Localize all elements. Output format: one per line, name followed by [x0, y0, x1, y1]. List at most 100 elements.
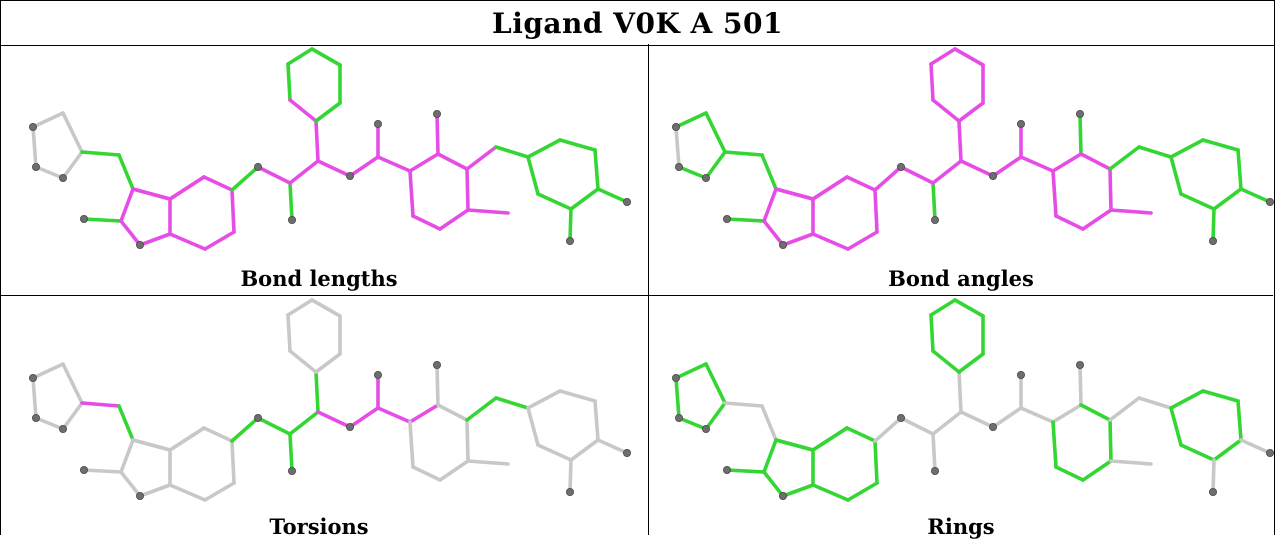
bond-b42 [569, 438, 600, 462]
bond-b19 [310, 47, 342, 67]
bond-b20 [288, 432, 294, 473]
bond-b22 [931, 410, 963, 436]
panel-torsions: Torsions [0, 296, 638, 540]
panel-caption: Bond lengths [240, 266, 398, 291]
bond-b1 [80, 401, 121, 408]
bond-b18 [286, 298, 314, 317]
bond-b44 [1169, 155, 1183, 196]
bond-b3 [119, 187, 135, 223]
bond-b6 [138, 232, 172, 247]
bond-b13 [811, 232, 850, 251]
bond-b39 [1169, 138, 1205, 159]
bond-b16 [230, 416, 260, 443]
bond-b11 [873, 439, 879, 485]
bond-r1a [674, 111, 708, 129]
bond-b24 [959, 159, 995, 178]
bond-b3 [762, 438, 778, 474]
bond-b31 [465, 167, 470, 212]
atom-A19 [930, 215, 939, 224]
atom-A5 [32, 414, 41, 423]
bond-b32 [1081, 459, 1113, 482]
bond-b2 [760, 404, 778, 442]
bond-b11 [873, 188, 879, 234]
bond-b5 [119, 470, 142, 498]
bond-r1d [677, 165, 708, 180]
bond-b5 [762, 470, 785, 498]
bond-b19 [953, 47, 985, 67]
atom-A17 [253, 163, 262, 172]
bond-b4 [725, 217, 766, 223]
bond-b27 [376, 155, 412, 173]
table-title: Ligand V0K A 501 [1, 1, 1274, 46]
bond-b29 [1078, 363, 1083, 407]
bond-b19 [310, 298, 342, 318]
bond-r1e [674, 376, 681, 420]
bond-b36 [466, 459, 510, 466]
bond-b43 [1179, 192, 1216, 211]
atom-A4 [702, 425, 711, 434]
bond-r1b [704, 362, 727, 405]
atom-A1 [671, 374, 680, 383]
bond-b45 [596, 438, 629, 455]
ligand-structure-rings [671, 298, 1275, 502]
bond-b16 [230, 165, 260, 192]
bond-b33 [411, 465, 442, 482]
bond-b46 [1211, 207, 1216, 243]
bond-b41 [1236, 148, 1243, 191]
bond-b41 [1236, 399, 1243, 442]
atom-A19 [287, 215, 296, 224]
bond-b1 [723, 150, 764, 157]
atom-A17 [896, 414, 905, 423]
atom-A4 [702, 174, 711, 183]
bond-b46 [1211, 458, 1216, 494]
bond-b28 [1051, 152, 1083, 173]
bond-b25 [348, 155, 380, 178]
bond-b23 [957, 119, 963, 163]
bond-b21 [256, 416, 292, 436]
bond-b44 [526, 406, 540, 447]
bond-b39 [526, 389, 562, 410]
bond-b3 [762, 187, 778, 223]
bond-r1a [31, 111, 65, 129]
bond-b4 [725, 468, 766, 474]
bond-b40 [1201, 138, 1240, 152]
bond-b20 [288, 181, 294, 222]
bond-b34 [408, 169, 415, 218]
bond-b21 [256, 165, 292, 185]
bond-b35 [931, 349, 961, 374]
atom-A36 [1075, 110, 1084, 119]
atom-A5 [32, 163, 41, 172]
bond-r1c [61, 401, 84, 431]
bond-b14 [131, 187, 172, 201]
bond-b27 [376, 406, 412, 424]
atom-A46 [566, 487, 575, 496]
bond-b43 [536, 192, 573, 211]
bond-b18 [286, 47, 314, 66]
bond-r1d [34, 416, 65, 431]
atom-A9 [80, 465, 89, 474]
bond-b46 [568, 458, 573, 494]
bond-b40 [558, 389, 597, 403]
atom-A10 [778, 240, 787, 249]
atom-A45 [623, 448, 632, 457]
bond-b30 [1079, 403, 1112, 422]
bond-b35c [957, 101, 985, 123]
bond-b42 [1212, 187, 1243, 211]
bond-b18 [929, 298, 957, 317]
bond-b38 [1137, 145, 1173, 159]
bond-b24 [959, 410, 995, 429]
bond-r1c [704, 401, 727, 431]
atom-A5 [675, 414, 684, 423]
bond-b44 [1169, 406, 1183, 447]
atom-A19 [287, 466, 296, 475]
bond-b6 [781, 232, 815, 247]
bond-r1d [677, 416, 708, 431]
bond-b14 [774, 438, 815, 452]
atom-A1 [28, 123, 37, 132]
bond-b11 [230, 439, 236, 485]
bond-b4 [82, 468, 123, 474]
atom-A45 [1266, 448, 1275, 457]
bond-b35 [288, 349, 318, 374]
bond-b25 [348, 406, 380, 429]
